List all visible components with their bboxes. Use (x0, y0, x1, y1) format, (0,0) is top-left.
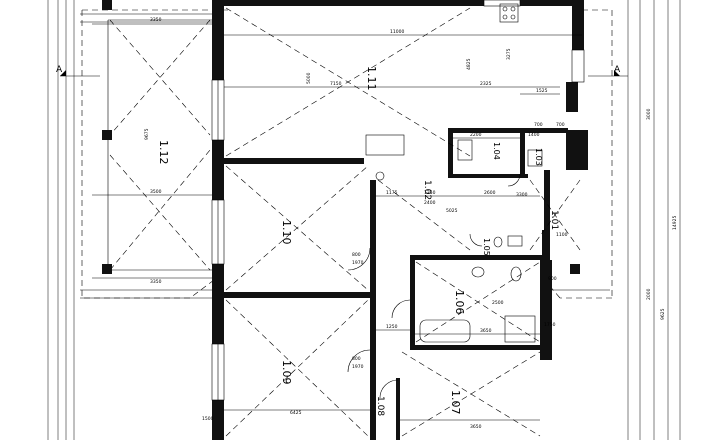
room-label-1-09: 1.09 (280, 360, 293, 385)
room-label-1-08: 1.08 (375, 396, 385, 416)
dim-7150: 7150 (330, 81, 342, 87)
dim-800-a: 800 (352, 252, 361, 258)
dim-2500: 2500 (492, 300, 504, 306)
room-label-1-01: 1.01 (549, 210, 559, 230)
dim-3650-b: 3650 (470, 424, 482, 430)
room-label-1-04: 1.04 (492, 142, 501, 160)
dim-1400: 1400 (528, 132, 540, 138)
room-label-1-10: 1.10 (280, 220, 293, 245)
dim-3500: 3500 (150, 189, 162, 195)
walls (212, 0, 588, 440)
dim-3300: 3300 (516, 192, 528, 198)
dim-1500: 1500 (202, 416, 214, 422)
toilet-icon (510, 266, 522, 282)
dim-1525: 1525 (536, 88, 548, 94)
drawing-frame (47, 0, 681, 440)
room-diagonals (225, 7, 581, 437)
door-swings (347, 173, 521, 399)
dim-3350-bottom: 3350 (150, 279, 162, 285)
dim-1250-b: 1250 (386, 324, 398, 330)
roof-outline (81, 9, 613, 299)
dimension-texts: 3350 11000 3500 7150 2325 3350 1525 2200… (144, 17, 678, 430)
section-marker-left: A (56, 65, 63, 75)
section-marker-right: A (614, 65, 621, 75)
room-labels: 1.12 1.11 1.10 1.09 1.06 1.07 1.08 1.02 … (157, 66, 559, 416)
room-label-1-06: 1.06 (453, 290, 466, 315)
dimension-lines (92, 23, 582, 421)
fixtures (365, 3, 543, 343)
columns (102, 0, 580, 274)
dim-800-b: 800 (352, 356, 361, 362)
dim-2000: 2000 (646, 288, 652, 300)
chimney-icon (375, 171, 385, 181)
fireplace-icon (365, 134, 405, 156)
dim-5025: 5025 (446, 208, 458, 214)
dim-9625: 9625 (660, 308, 666, 320)
section-markers: A A (56, 65, 628, 77)
dim-4825: 4825 (466, 58, 472, 70)
dim-3275: 3275 (506, 48, 512, 60)
toilet-icon-small (493, 236, 503, 248)
dim-1750: 1750 (544, 322, 556, 328)
dim-1250: 1250 (424, 190, 436, 196)
room-label-1-12: 1.12 (157, 140, 170, 165)
washbasin-icon (471, 266, 485, 278)
dim-900: 900 (548, 276, 557, 282)
hob-icon (499, 3, 519, 23)
dim-2400: 2400 (424, 200, 436, 206)
dim-1100: 1100 (556, 232, 568, 238)
dim-3000: 3000 (646, 108, 652, 120)
dim-1970-b: 1970 (352, 364, 364, 370)
dim-6425: 6425 (290, 410, 302, 416)
dim-9675: 9675 (144, 128, 150, 140)
dim-2325: 2325 (480, 81, 492, 87)
windows (211, 0, 585, 401)
room-label-1-05: 1.05 (482, 238, 491, 256)
dim-3350-top: 3350 (150, 17, 162, 23)
dim-700-a: 700 (534, 122, 543, 128)
dim-14925: 14925 (672, 216, 678, 230)
washbasin-small (507, 235, 523, 247)
dim-5000: 5000 (306, 72, 312, 84)
dim-2600: 2600 (484, 190, 496, 196)
room-label-1-03: 1.03 (534, 148, 543, 166)
dim-11000: 11000 (390, 29, 404, 35)
room-label-1-07: 1.07 (449, 390, 462, 415)
dim-3650: 3650 (480, 328, 492, 334)
dim-1175: 1175 (386, 190, 398, 196)
bathtub (419, 319, 471, 343)
dim-1970-a: 1970 (352, 260, 364, 266)
shower-tray (504, 315, 536, 343)
wc-pan (457, 139, 473, 161)
room-label-1-02: 1.02 (422, 180, 432, 200)
dim-700-b: 700 (556, 122, 565, 128)
terrace-diagonals (107, 19, 212, 271)
room-label-1-11: 1.11 (365, 66, 378, 91)
dim-2200: 2200 (470, 132, 482, 138)
